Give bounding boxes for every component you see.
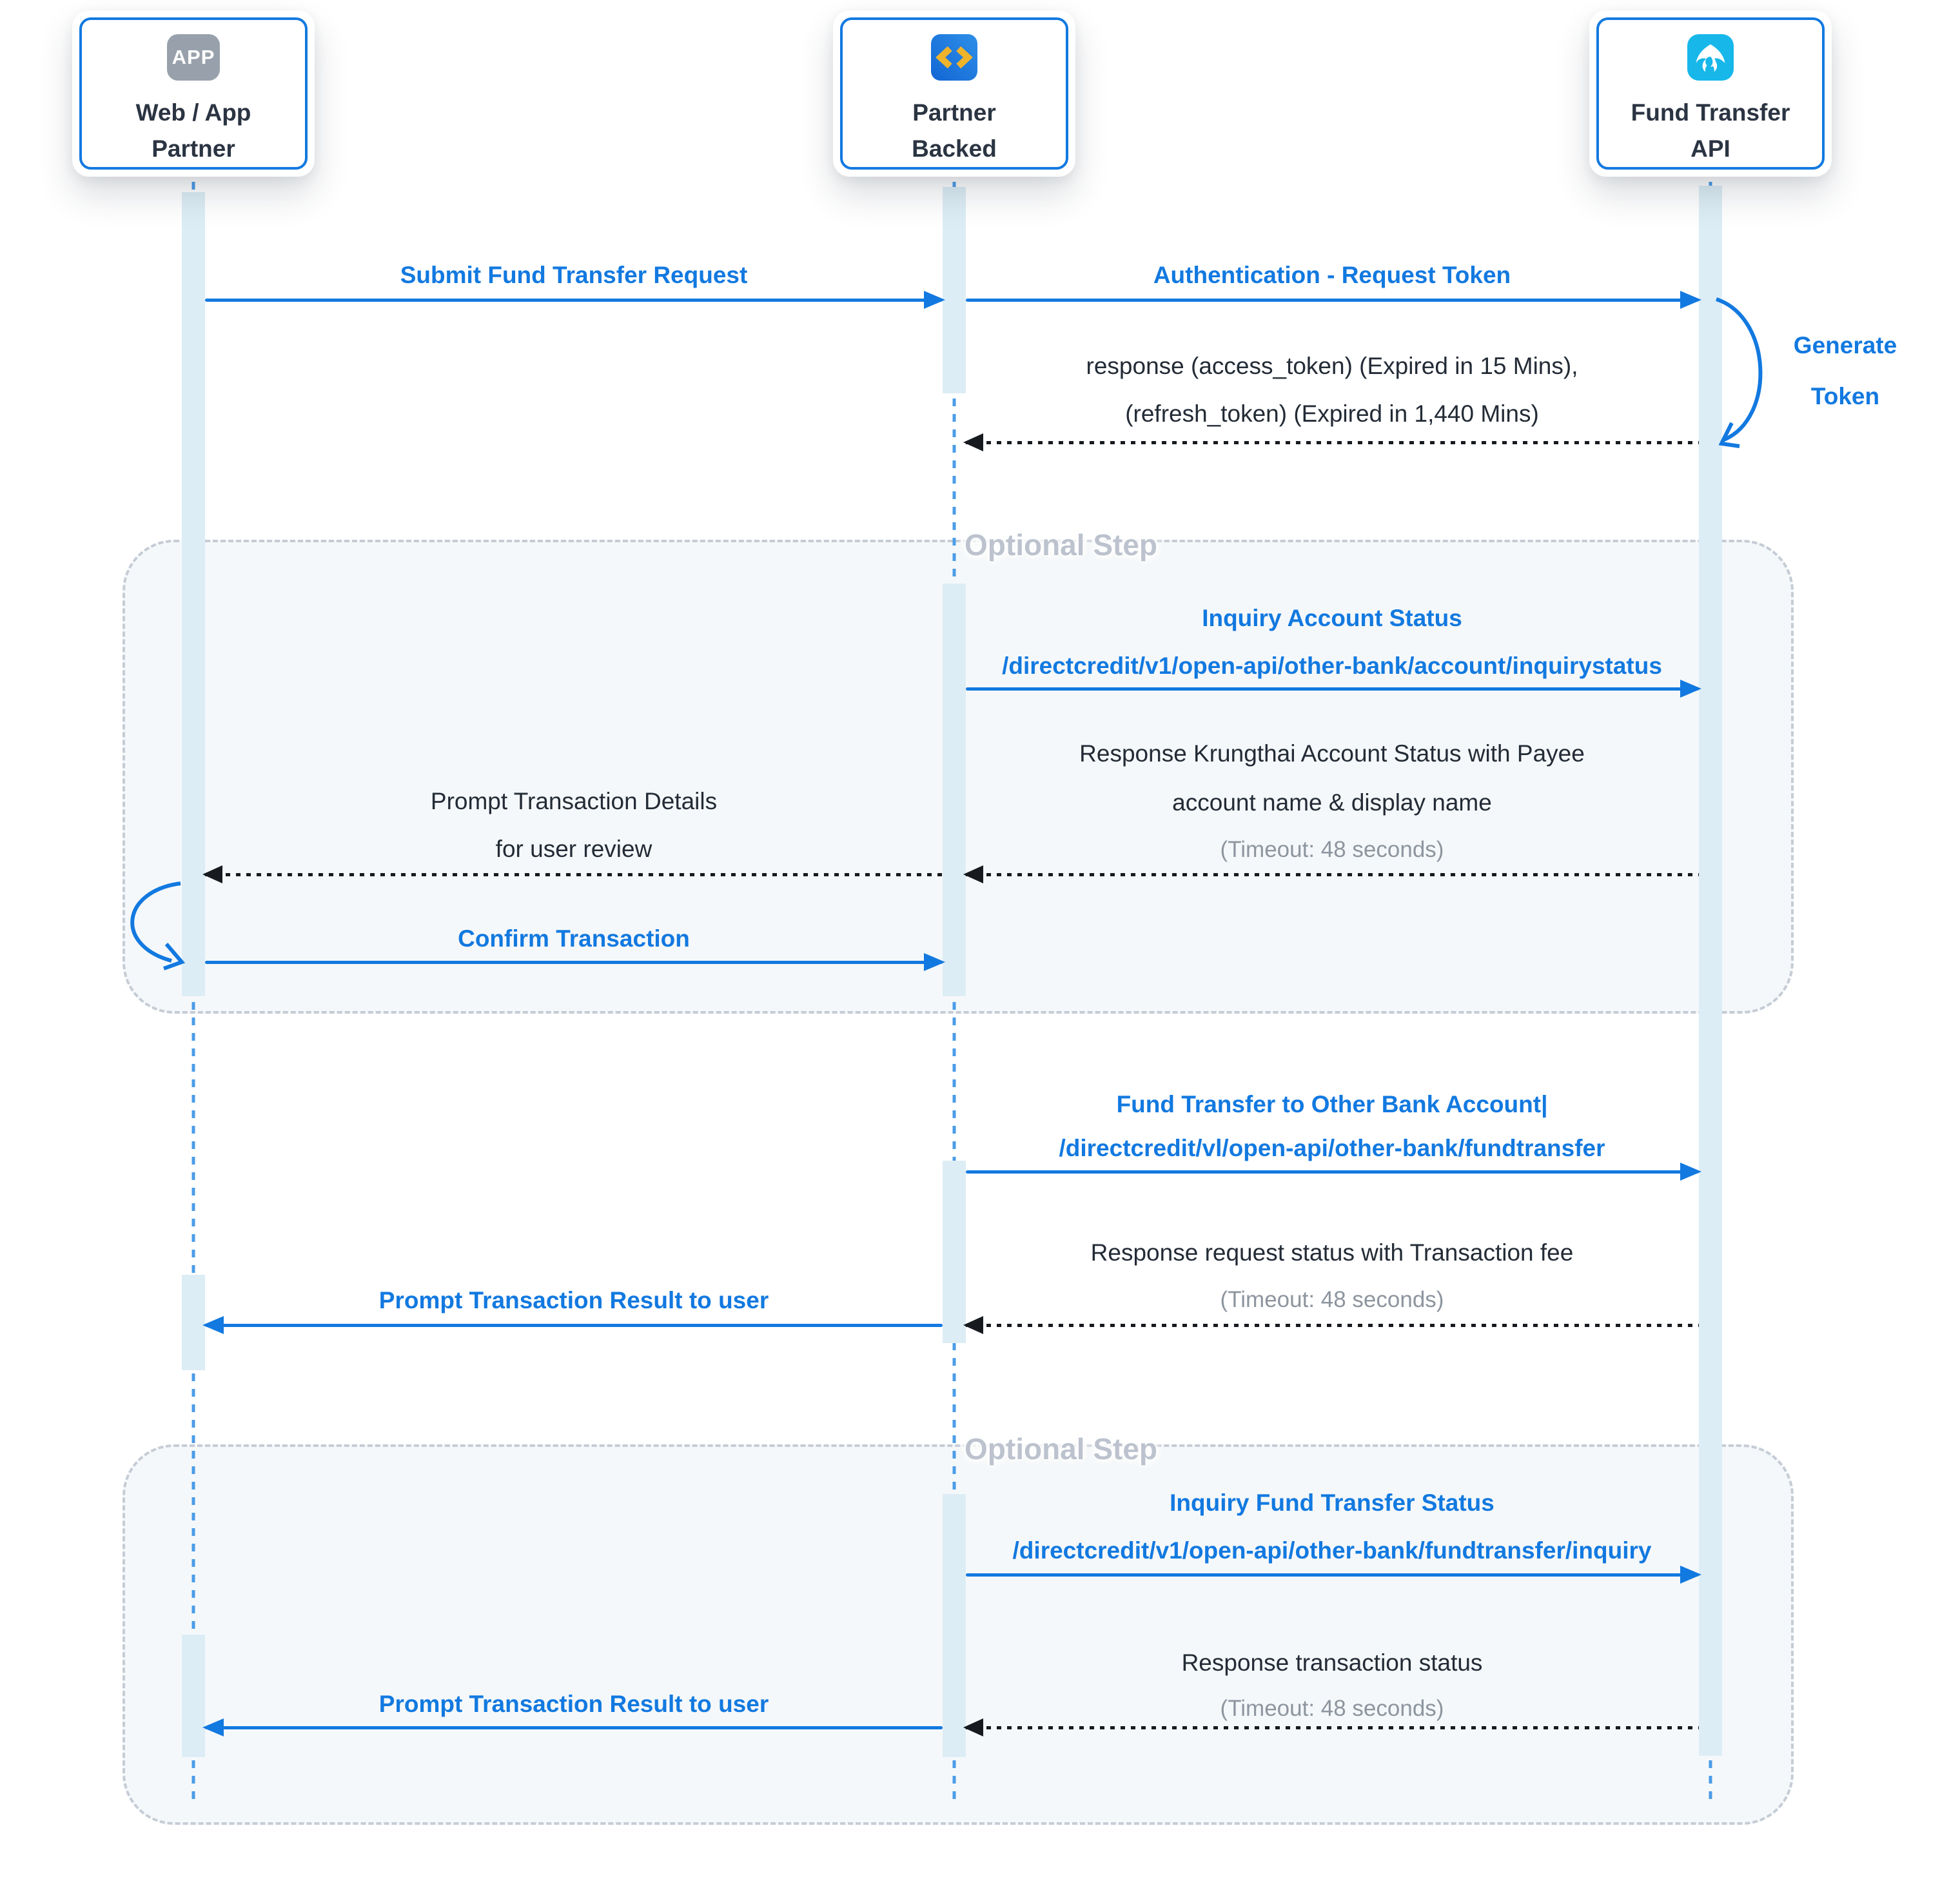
arrowhead-left	[963, 1718, 983, 1736]
arrow-fee-response	[963, 1316, 1699, 1334]
activation-bar	[182, 1275, 205, 1370]
arrow-inquiry-account-status	[966, 680, 1701, 698]
arrowhead-left	[202, 865, 222, 883]
optional-step-label-2: Optional Step	[965, 1432, 1157, 1466]
optional-step-label-1: Optional Step	[965, 528, 1157, 562]
arrowhead-left	[202, 1316, 224, 1334]
message-label-transaction-status-response: Response transaction status	[1181, 1649, 1483, 1676]
arrow-transaction-status-response	[963, 1718, 1699, 1736]
arrowhead-right	[1680, 1163, 1701, 1181]
arrow-prompt-details	[202, 865, 943, 883]
message-label-account-response-line1: Response Krungthai Account Status with P…	[1079, 740, 1585, 767]
message-label-token-response-line2: (refresh_token) (Expired in 1,440 Mins)	[1125, 400, 1539, 427]
message-label-inquiry-transfer-status: Inquiry Fund Transfer Status	[1170, 1490, 1494, 1516]
arrow-submit-request	[205, 291, 945, 309]
message-label-auth-request-token: Authentication - Request Token	[1153, 262, 1511, 288]
arrow-confirm-transaction	[205, 953, 945, 971]
message-label-account-response-line2: account name & display name	[1172, 789, 1492, 816]
actor-label: Web / App Partner	[135, 99, 251, 162]
message-label-prompt-result-1: Prompt Transaction Result to user	[378, 1287, 769, 1313]
actor-label: Partner Backed	[912, 99, 997, 162]
message-label-token-response-line1: response (access_token) (Expired in 15 M…	[1086, 353, 1578, 379]
arrow-fund-transfer	[966, 1163, 1701, 1181]
arrow-token-response	[963, 433, 1699, 451]
krungthai-bird-icon	[1687, 34, 1734, 81]
actor-partner-backed: Partner Backed	[833, 10, 1075, 177]
arrowhead-left	[963, 1316, 983, 1334]
activation-bar	[182, 192, 205, 996]
message-label-submit-request: Submit Fund Transfer Request	[400, 262, 748, 288]
generate-token-loop-arrow	[1716, 297, 1763, 448]
message-label-inquiry-account-status: Inquiry Account Status	[1202, 605, 1462, 631]
activation-bar	[943, 584, 966, 996]
message-label-prompt-details-line2: for user review	[495, 836, 652, 862]
message-label-fund-transfer-endpoint: /directcredit/vl/open-api/other-bank/fun…	[1059, 1135, 1605, 1161]
arrow-prompt-result-2	[202, 1718, 943, 1736]
message-label-inquiry-account-endpoint: /directcredit/v1/open-api/other-bank/acc…	[1002, 653, 1662, 679]
arrowhead-left	[963, 865, 983, 883]
activation-bar	[943, 1494, 966, 1757]
arrowhead-right	[1680, 1566, 1701, 1584]
user-review-loop-arrow	[130, 881, 185, 970]
message-label-fee-response-timeout: (Timeout: 48 seconds)	[1220, 1287, 1444, 1312]
message-label-transaction-status-timeout: (Timeout: 48 seconds)	[1220, 1696, 1444, 1721]
message-label-fee-response: Response request status with Transaction…	[1090, 1239, 1574, 1266]
arrow-auth-request-token	[966, 291, 1701, 309]
arrowhead-right	[1680, 291, 1701, 309]
arrow-prompt-result-1	[202, 1316, 943, 1334]
actor-fund-transfer-api: Fund Transfer API	[1589, 10, 1832, 177]
message-label-inquiry-transfer-endpoint: /directcredit/v1/open-api/other-bank/fun…	[1012, 1537, 1652, 1564]
activation-bar	[182, 1635, 205, 1757]
message-label-prompt-result-2: Prompt Transaction Result to user	[378, 1691, 769, 1717]
activation-bar	[943, 187, 966, 393]
app-icon-label: APP	[172, 46, 215, 68]
app-icon: APP	[167, 34, 220, 81]
activation-bar	[943, 1161, 966, 1343]
actor-web-app-partner: APP Web / App Partner	[72, 10, 315, 177]
arrowhead-right	[924, 953, 945, 971]
arrowhead-right	[1680, 680, 1701, 698]
generate-token-label: Generate Token	[1793, 332, 1897, 409]
code-icon	[931, 34, 977, 81]
arrow-inquiry-transfer-status	[966, 1566, 1701, 1584]
activation-bar	[1699, 186, 1722, 1756]
arrowhead-right	[924, 291, 945, 309]
arrowhead-left	[963, 433, 983, 451]
message-label-confirm-transaction: Confirm Transaction	[458, 925, 690, 952]
message-label-prompt-details-line1: Prompt Transaction Details	[430, 788, 718, 814]
arrow-account-response	[963, 865, 1699, 883]
message-label-fund-transfer-title: Fund Transfer to Other Bank Account|	[1116, 1091, 1548, 1117]
actor-label: Fund Transfer API	[1631, 99, 1790, 162]
arrowhead-left	[202, 1718, 224, 1736]
message-label-account-response-timeout: (Timeout: 48 seconds)	[1220, 837, 1444, 862]
